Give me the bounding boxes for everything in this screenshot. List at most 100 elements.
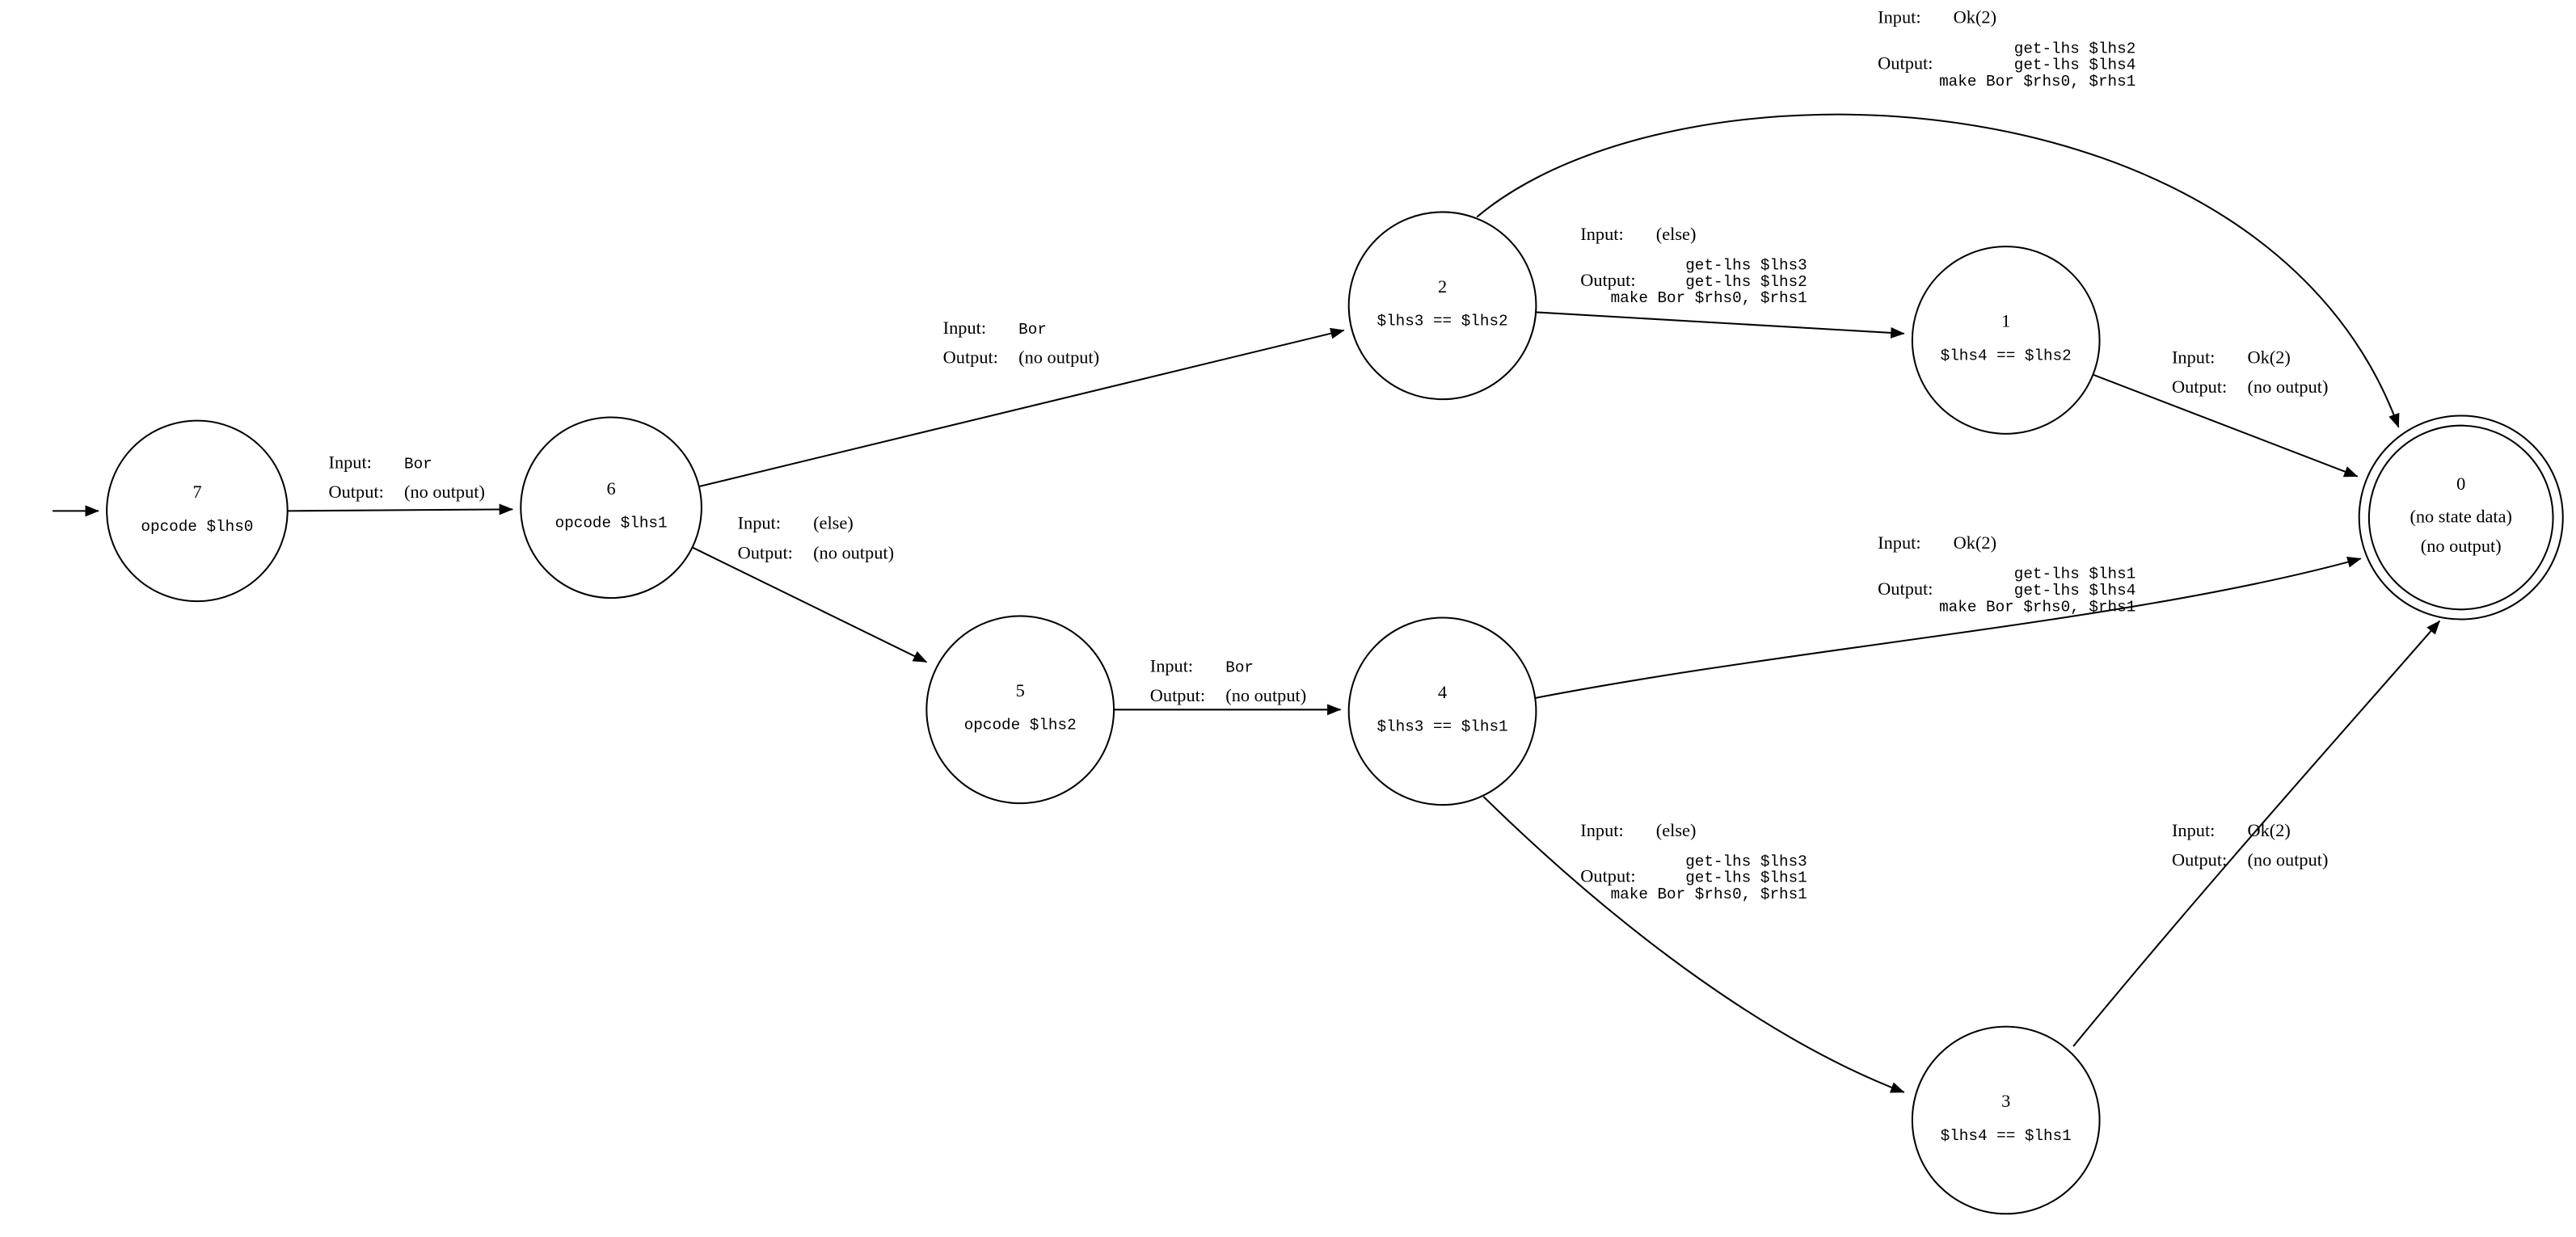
edge-2-to-0-output-line1: get-lhs $lhs2 — [2014, 40, 2136, 57]
edge-5-to-4-input-key: Input: — [1150, 656, 1193, 676]
edge-2-to-1-input-value: (else) — [1656, 224, 1697, 244]
state-node-4-id: 4 — [1438, 682, 1447, 702]
state-node-5-sub: opcode $lhs2 — [964, 717, 1077, 734]
state-node-7: 7 opcode $lhs0 — [106, 419, 289, 603]
edge-4-to-3-output-line2: get-lhs $lhs1 — [1685, 869, 1807, 887]
edge-6-to-5-input-key: Input: — [738, 513, 781, 533]
edge-6-to-5-label: Input: (else) Output: (no output) — [738, 513, 894, 563]
state-node-4-sub: $lhs3 == $lhs1 — [1377, 718, 1507, 736]
edge-3-to-0-output-key: Output: — [2172, 849, 2227, 869]
edge-2-to-0-output-line3: make Bor $rhs0, $rhs1 — [1939, 73, 2135, 90]
edge-1-to-0-output-key: Output: — [2172, 377, 2227, 397]
edge-7-to-6-input-value: Bor — [404, 456, 432, 473]
edge-3-to-0-input-value: Ok(2) — [2247, 820, 2290, 840]
state-node-5-circle — [925, 615, 1115, 805]
edge-5-to-4-label: Input: Bor Output: (no output) — [1150, 656, 1306, 706]
edge-6-to-2-label: Input: Bor Output: (no output) — [943, 318, 1099, 368]
edge-2-to-0-output-line2: get-lhs $lhs4 — [2014, 57, 2136, 74]
state-node-7-id: 7 — [192, 482, 201, 502]
edge-6-to-2-input-key: Input: — [943, 318, 986, 338]
state-node-2: 2 $lhs3 == $lhs2 — [1347, 211, 1537, 401]
state-node-7-sub: opcode $lhs0 — [141, 518, 253, 536]
edge-2-to-1-output-line3: make Bor $rhs0, $rhs1 — [1611, 289, 1807, 307]
edge-5-to-4-input-value: Bor — [1225, 659, 1254, 677]
state-node-3: 3 $lhs4 == $lhs1 — [1911, 1025, 2101, 1215]
edge-4-to-3-output-key: Output: — [1580, 866, 1635, 886]
state-node-0-inner-circle — [2367, 424, 2554, 611]
edge-4-to-3-label: Input: (else) Output: get-lhs $lhs3 get-… — [1580, 820, 1807, 903]
edge-5-to-4-output-key: Output: — [1150, 685, 1205, 705]
edge-4-to-0-label: Input: Ok(2) Output: get-lhs $lhs1 get-l… — [1878, 532, 2135, 616]
edge-2-to-0-label: Input: Ok(2) Output: get-lhs $lhs2 get-l… — [1878, 7, 2135, 90]
edge-6-to-2 — [699, 327, 1345, 487]
edge-3-to-0 — [2072, 620, 2441, 1047]
edge-4-to-0-input-value: Ok(2) — [1954, 532, 1996, 553]
edge-4-to-3 — [1482, 796, 1905, 1093]
edge-7-to-6-input-key: Input: — [329, 452, 372, 473]
edge-2-to-0-input-value: Ok(2) — [1954, 7, 1996, 27]
edge-3-to-0-output-value: (no output) — [2247, 849, 2328, 869]
state-node-6: 6 opcode $lhs1 — [520, 416, 702, 600]
edge-2-to-1-input-key: Input: — [1580, 224, 1623, 244]
state-node-0-outer-circle — [2358, 414, 2564, 621]
state-node-6-id: 6 — [607, 478, 616, 499]
edge-2-to-1-output-line1: get-lhs $lhs3 — [1685, 257, 1807, 275]
edge-1-to-0-input-value: Ok(2) — [2247, 347, 2290, 367]
edge-1-to-0-output-value: (no output) — [2247, 377, 2328, 397]
state-node-2-sub: $lhs3 == $lhs2 — [1377, 313, 1507, 330]
edge-2-to-1-output-key: Output: — [1580, 270, 1635, 290]
edge-7-to-6-output-value: (no output) — [404, 482, 485, 502]
state-node-1-id: 1 — [2001, 311, 2010, 331]
edge-2-to-1-label: Input: (else) Output: get-lhs $lhs3 get-… — [1580, 224, 1807, 307]
edge-2-to-0-input-key: Input: — [1878, 7, 1920, 27]
edge-2-to-0-output-key: Output: — [1878, 53, 1933, 74]
state-node-6-circle — [520, 416, 702, 600]
edge-2-to-1 — [1536, 311, 1905, 339]
edge-4-to-0-output-line2: get-lhs $lhs4 — [2014, 582, 2136, 600]
edge-4-to-0-output-line3: make Bor $rhs0, $rhs1 — [1939, 598, 2135, 616]
edge-4-to-0-output-key: Output: — [1878, 579, 1933, 599]
state-node-4-circle — [1347, 616, 1537, 806]
edge-4-to-3-output-line3: make Bor $rhs0, $rhs1 — [1611, 886, 1807, 903]
edge-7-to-6-label: Input: Bor Output: (no output) — [329, 452, 485, 503]
edge-2-to-0 — [1476, 113, 2400, 428]
state-node-3-id: 3 — [2001, 1091, 2010, 1111]
edge-5-to-4-output-value: (no output) — [1225, 685, 1306, 705]
edge-4-to-0 — [1534, 557, 2362, 700]
state-node-2-circle — [1347, 211, 1537, 401]
edge-2-to-1-output-line2: get-lhs $lhs2 — [1685, 273, 1807, 291]
state-node-1-circle — [1911, 246, 2101, 435]
edge-6-to-5 — [691, 546, 928, 663]
edge-4-to-0-input-key: Input: — [1878, 532, 1920, 553]
state-node-4: 4 $lhs3 == $lhs1 — [1347, 616, 1537, 806]
edge-4-to-3-input-key: Input: — [1580, 820, 1623, 840]
state-node-1-sub: $lhs4 == $lhs2 — [1941, 347, 2072, 364]
state-node-3-sub: $lhs4 == $lhs1 — [1941, 1127, 2072, 1145]
edge-6-to-2-input-value: Bor — [1018, 321, 1047, 339]
edge-4-to-3-output-line1: get-lhs $lhs3 — [1685, 852, 1807, 870]
state-node-0-sub1: (no state data) — [2409, 507, 2512, 527]
state-node-2-id: 2 — [1438, 276, 1447, 297]
edge-4-to-3-input-value: (else) — [1656, 820, 1697, 840]
edge-3-to-0-input-key: Input: — [2172, 820, 2215, 840]
edge-1-to-0 — [2093, 373, 2359, 478]
edge-7-to-6 — [287, 503, 514, 515]
state-node-0: 0 (no state data) (no output) — [2358, 414, 2564, 621]
edge-6-to-5-input-value: (else) — [813, 513, 854, 533]
edge-6-to-5-output-key: Output: — [738, 542, 793, 562]
edge-4-to-0-output-line1: get-lhs $lhs1 — [2014, 566, 2136, 583]
state-node-5: 5 opcode $lhs2 — [925, 615, 1115, 805]
state-node-1: 1 $lhs4 == $lhs2 — [1911, 246, 2101, 435]
edge-6-to-2-output-value: (no output) — [1018, 347, 1099, 367]
edge-1-to-0-input-key: Input: — [2172, 347, 2215, 367]
edge-6-to-5-output-value: (no output) — [813, 542, 894, 562]
state-node-5-id: 5 — [1016, 680, 1025, 701]
state-node-6-sub: opcode $lhs1 — [555, 515, 668, 532]
edge-1-to-0-label: Input: Ok(2) Output: (no output) — [2172, 347, 2328, 397]
state-node-0-id: 0 — [2456, 473, 2465, 494]
edge-3-to-0-label: Input: Ok(2) Output: (no output) — [2172, 820, 2328, 870]
state-node-0-sub2: (no output) — [2421, 536, 2502, 556]
edge-6-to-2-output-key: Output: — [943, 347, 998, 367]
state-node-7-circle — [106, 419, 289, 603]
